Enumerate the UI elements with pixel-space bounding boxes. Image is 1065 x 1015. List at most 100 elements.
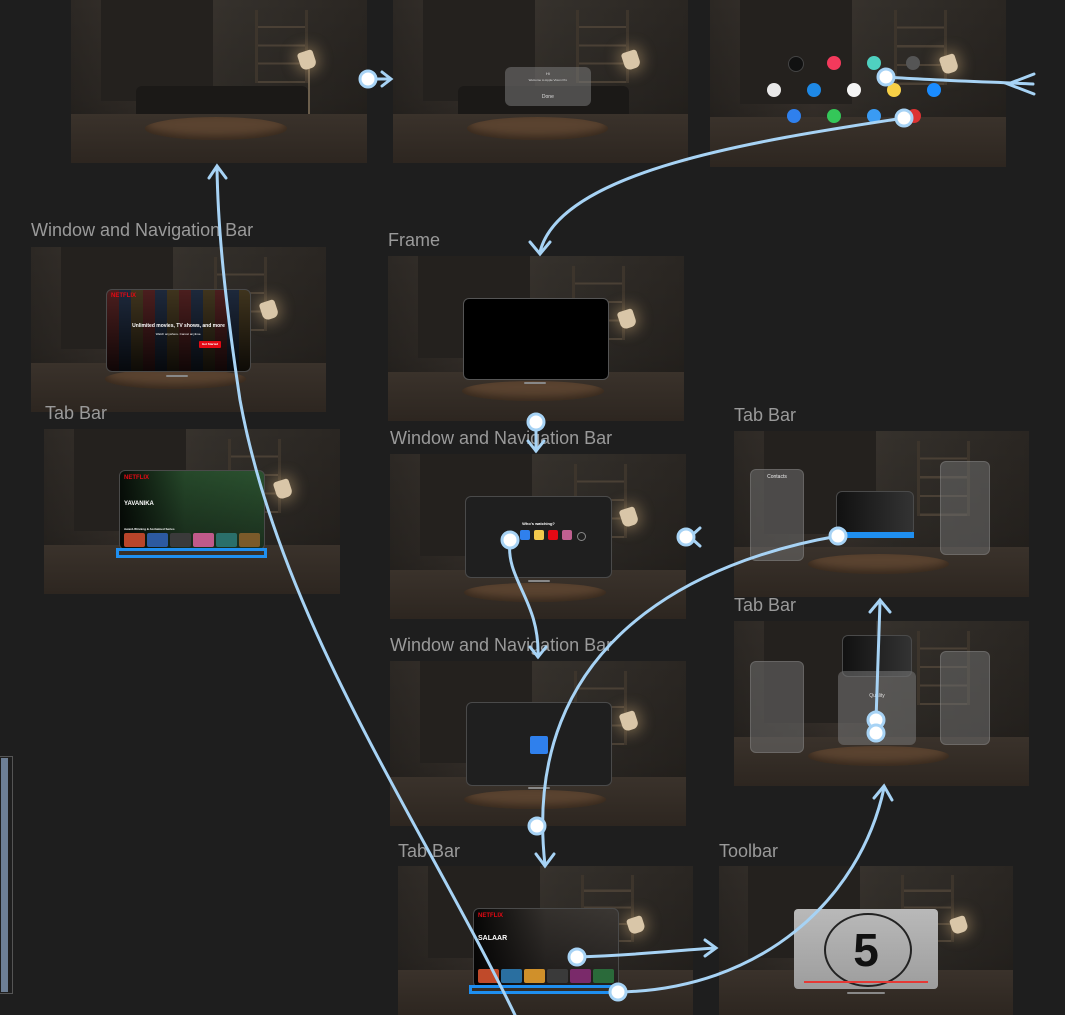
tv-app-icon[interactable] xyxy=(788,56,804,72)
hero-title: YAVANIKA xyxy=(124,501,154,507)
poster[interactable] xyxy=(124,533,145,547)
tab-bar-highlight[interactable] xyxy=(469,985,620,994)
screen-browse-yavanika[interactable]: NETFLIX YAVANIKA Award-Winning & Acclaim… xyxy=(44,429,340,594)
screen-browse-salaar[interactable]: NETFLIX SALAAR xyxy=(398,866,693,1015)
connector-arrow xyxy=(687,526,702,548)
coffee-table xyxy=(807,553,950,574)
connector-arrow xyxy=(207,163,228,180)
compatible-apps-icon[interactable] xyxy=(907,109,921,123)
toolbar-grabber[interactable] xyxy=(847,992,885,994)
screen-frame-blank[interactable] xyxy=(388,256,684,421)
window-grabber[interactable] xyxy=(166,375,188,377)
safari-app-icon[interactable] xyxy=(807,83,821,97)
connector-arrow xyxy=(703,938,719,958)
window-grabber[interactable] xyxy=(528,787,550,789)
connector-arrow xyxy=(380,70,394,88)
window-grabber[interactable] xyxy=(524,382,546,384)
label-tab-bar-2: Tab Bar xyxy=(734,405,797,425)
connector-arrow xyxy=(1003,72,1036,96)
blank-window xyxy=(463,298,609,380)
coffee-table xyxy=(807,746,950,767)
poster[interactable] xyxy=(239,533,260,547)
done-button[interactable]: Done xyxy=(541,93,554,100)
tab-bar-highlight[interactable] xyxy=(116,548,267,558)
label-tab-bar-4: Tab Bar xyxy=(398,841,461,861)
poster-row[interactable] xyxy=(124,533,260,547)
music-app-icon[interactable] xyxy=(827,56,841,70)
playback-scrubber[interactable] xyxy=(804,981,928,983)
label-window-nav-2: Window and Navigation Bar xyxy=(390,428,613,448)
facetime-panel[interactable] xyxy=(940,651,990,745)
wall-panel xyxy=(739,0,853,104)
profile-avatar[interactable] xyxy=(520,530,530,540)
label-frame: Frame xyxy=(388,230,441,250)
poster[interactable] xyxy=(216,533,237,547)
notes-app-icon[interactable] xyxy=(887,83,901,97)
landing-headline: Unlimited movies, TV shows, and more xyxy=(132,323,225,329)
keynote-app-icon[interactable] xyxy=(867,109,881,123)
poster[interactable] xyxy=(501,969,522,983)
screen-profiles[interactable]: Who's watching? xyxy=(390,454,686,619)
countdown-video: 5 xyxy=(794,909,938,989)
screen-netflix-landing[interactable]: NETFLIX Unlimited movies, TV shows, and … xyxy=(31,247,326,412)
poster[interactable] xyxy=(593,969,614,983)
poster[interactable] xyxy=(524,969,545,983)
mindfulness-app-icon[interactable] xyxy=(867,56,881,70)
label-window-nav-1: Window and Navigation Bar xyxy=(31,220,254,240)
connector-arrow xyxy=(868,597,892,614)
lamp-pole xyxy=(307,65,310,147)
add-profile-icon[interactable] xyxy=(577,532,586,541)
poster[interactable] xyxy=(547,969,568,983)
bookshelf xyxy=(893,10,947,86)
connector-arrow xyxy=(872,783,894,802)
freeform-app-icon[interactable] xyxy=(767,83,781,97)
quality-dialog: Quality xyxy=(838,671,916,745)
profiles-window: Who's watching? xyxy=(465,496,612,578)
hero-title: SALAAR xyxy=(478,935,508,942)
screen-countdown[interactable]: 5 xyxy=(719,866,1013,1015)
quality-title: Quality xyxy=(869,693,885,699)
poster[interactable] xyxy=(570,969,591,983)
poster-row[interactable] xyxy=(478,969,614,983)
screen-home-apps[interactable] xyxy=(710,0,1006,167)
poster[interactable] xyxy=(193,533,214,547)
screen-quality-popup[interactable]: Quality xyxy=(734,621,1029,786)
countdown-number: 5 xyxy=(853,924,879,976)
coffee-table xyxy=(145,117,288,141)
contacts-panel[interactable]: Contacts xyxy=(750,469,804,561)
profile-avatar[interactable] xyxy=(548,530,558,540)
contacts-title: Contacts xyxy=(767,474,787,480)
messages-app-icon[interactable] xyxy=(827,109,841,123)
netflix-logo: NETFLIX xyxy=(111,293,136,299)
contacts-panel[interactable] xyxy=(750,661,804,753)
poster[interactable] xyxy=(147,533,168,547)
welcome-title: Hi xyxy=(545,70,550,76)
netflix-logo: NETFLIX xyxy=(478,913,503,919)
poster[interactable] xyxy=(170,533,191,547)
settings-app-icon[interactable] xyxy=(906,56,920,70)
coffee-table xyxy=(104,369,247,389)
wall-panel xyxy=(100,0,214,102)
screen-welcome[interactable]: Hi Welcome to Apple Vision Pro Done xyxy=(393,0,688,163)
window-grabber[interactable] xyxy=(528,580,550,582)
netflix-mini-window xyxy=(836,491,914,535)
row-title: Award-Winning & Acclaimed Series xyxy=(124,527,175,531)
netflix-browse-window: NETFLIX SALAAR xyxy=(473,908,619,988)
screen-loading[interactable] xyxy=(390,661,686,826)
profile-avatar[interactable] xyxy=(534,530,544,540)
facetime-panel[interactable] xyxy=(940,461,990,555)
floor xyxy=(710,116,1006,167)
poster[interactable] xyxy=(478,969,499,983)
tab-bar-highlight[interactable] xyxy=(836,532,914,538)
get-started-button[interactable]: Get Started xyxy=(199,341,221,348)
screen-contacts-browse[interactable]: Contacts xyxy=(734,431,1029,597)
label-tab-bar-3: Tab Bar xyxy=(734,595,797,615)
landing-subtitle: Watch anywhere. Cancel anytime. xyxy=(155,332,202,336)
screen-room-empty[interactable] xyxy=(71,0,367,163)
profile-avatar[interactable] xyxy=(562,530,572,540)
side-panel xyxy=(0,756,13,994)
netflix-browse-window: NETFLIX YAVANIKA Award-Winning & Acclaim… xyxy=(119,470,265,550)
app-store-app-icon[interactable] xyxy=(927,83,941,97)
mail-app-icon[interactable] xyxy=(787,109,801,123)
photos-app-icon[interactable] xyxy=(847,83,861,97)
